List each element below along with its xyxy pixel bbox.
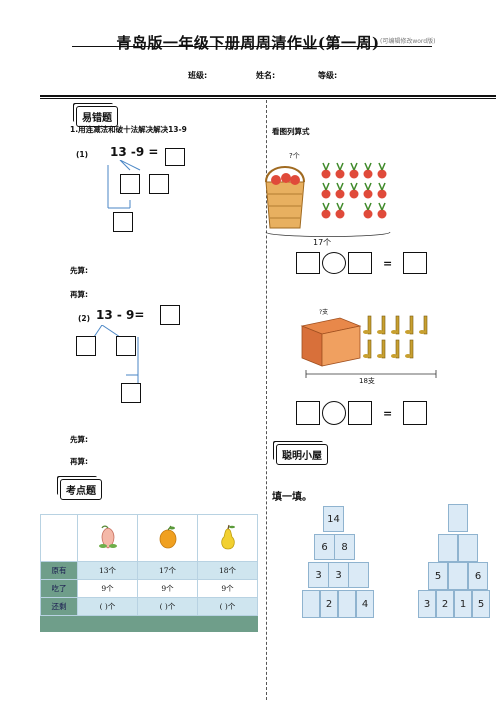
instruction-text: 1.用连减法和破十法解决解决13-9 bbox=[70, 125, 187, 134]
q1-expression: 13 -9 = bbox=[110, 145, 159, 159]
pyramid-cell[interactable]: 3 bbox=[308, 562, 329, 588]
pyramid-cell[interactable] bbox=[448, 504, 468, 532]
smart-section-tag: 聪明小屋 bbox=[276, 444, 328, 465]
orange-cell bbox=[137, 514, 198, 562]
pyramid-left: 14 6 8 3 3 2 4 bbox=[302, 506, 374, 618]
title-subnote: (可编辑修改word版) bbox=[380, 38, 436, 45]
name-label: 姓名: bbox=[256, 71, 276, 80]
table-cell: 9个 bbox=[137, 579, 198, 598]
eq2-box-1[interactable] bbox=[296, 401, 320, 425]
pyramid-cell[interactable]: 3 bbox=[328, 562, 349, 588]
eq2-equals: = bbox=[383, 407, 393, 420]
header-rule bbox=[40, 95, 496, 97]
column-divider bbox=[266, 100, 267, 700]
veg-total-label: 17个 bbox=[313, 238, 332, 247]
eq1-operator-circle[interactable] bbox=[322, 252, 346, 274]
pear-cell bbox=[197, 514, 258, 562]
pyramid-cell[interactable]: 1 bbox=[454, 590, 472, 618]
q1-result-box[interactable] bbox=[113, 212, 133, 232]
table-cell: 9个 bbox=[77, 579, 138, 598]
pyramid-cell[interactable]: 5 bbox=[428, 562, 448, 590]
peach-cell bbox=[77, 514, 138, 562]
row-label: 吃了 bbox=[40, 579, 78, 598]
eq1-equals: = bbox=[383, 257, 393, 270]
table-cell: 17个 bbox=[137, 561, 198, 580]
kaodian-section-tag: 考点题 bbox=[60, 479, 102, 500]
q1-first-calc: 先算: bbox=[70, 266, 88, 275]
peach-icon bbox=[98, 525, 117, 549]
q2-split-lines bbox=[93, 325, 139, 383]
pyramid-cell[interactable]: 2 bbox=[320, 590, 338, 618]
pyramid-cell[interactable] bbox=[302, 590, 320, 618]
header-rule-thin bbox=[40, 98, 496, 99]
pyramid-cell[interactable] bbox=[338, 590, 356, 618]
q1-number: (1) bbox=[76, 150, 89, 159]
title-underline bbox=[72, 46, 432, 47]
q1-split-box-2[interactable] bbox=[149, 174, 169, 194]
q2-expression: 13 - 9= bbox=[96, 308, 145, 322]
pyramid-cell[interactable]: 14 bbox=[323, 506, 344, 532]
pyramid-cell[interactable]: 5 bbox=[472, 590, 490, 618]
vegetable-illustration bbox=[265, 162, 391, 237]
pear-icon bbox=[220, 524, 235, 550]
q1-then-calc: 再算: bbox=[70, 290, 88, 299]
pyramid-cell[interactable] bbox=[348, 562, 369, 588]
table-corner bbox=[40, 514, 78, 562]
pyramid-cell[interactable]: 3 bbox=[418, 590, 436, 618]
q2-number: (2) bbox=[78, 314, 91, 323]
grade-label: 等级: bbox=[318, 71, 338, 80]
q2-first-calc: 先算: bbox=[70, 435, 88, 444]
pyramid-cell[interactable]: 6 bbox=[314, 534, 335, 560]
table-cell[interactable]: ( )个 bbox=[137, 597, 198, 616]
table-cell: 9个 bbox=[197, 579, 258, 598]
pyramid-cell[interactable]: 6 bbox=[468, 562, 488, 590]
pyramid-cell[interactable] bbox=[438, 534, 458, 562]
table-cell: 13个 bbox=[77, 561, 138, 580]
q2-split-box-2[interactable] bbox=[116, 336, 136, 356]
q2-answer-box[interactable] bbox=[160, 305, 180, 325]
flute-total-label: 18支 bbox=[359, 377, 375, 385]
eq2-operator-circle[interactable] bbox=[322, 401, 346, 425]
fruit-table: 原有 13个 17个 18个 吃了 9个 9个 9个 还剩 ( )个 ( )个 … bbox=[40, 514, 258, 616]
class-label: 班级: bbox=[188, 71, 208, 80]
picture-question-title: 看图列算式 bbox=[272, 127, 310, 136]
pyramid-cell[interactable]: 8 bbox=[334, 534, 355, 560]
fruit-header-row bbox=[40, 514, 258, 562]
q1-split-box-1[interactable] bbox=[120, 174, 140, 194]
fruit-table-panel: 原有 13个 17个 18个 吃了 9个 9个 9个 还剩 ( )个 ( )个 … bbox=[40, 514, 258, 632]
eq1-box-1[interactable] bbox=[296, 252, 320, 274]
q2-then-calc: 再算: bbox=[70, 457, 88, 466]
table-row: 原有 13个 17个 18个 bbox=[40, 561, 258, 580]
table-cell: 18个 bbox=[197, 561, 258, 580]
pyramid-cell[interactable]: 4 bbox=[356, 590, 374, 618]
pyramid-right: 5 6 3 2 1 5 bbox=[418, 504, 492, 618]
q2-split-box-1[interactable] bbox=[76, 336, 96, 356]
table-cell[interactable]: ( )个 bbox=[77, 597, 138, 616]
pyramid-cell[interactable] bbox=[458, 534, 478, 562]
veg-unknown-label: ?个 bbox=[289, 152, 300, 160]
q2-result-box[interactable] bbox=[121, 383, 141, 403]
page-title: 青岛版一年级下册周周清作业(第一周) bbox=[116, 34, 380, 52]
pyramid-cell[interactable] bbox=[448, 562, 468, 590]
q1-answer-box[interactable] bbox=[165, 148, 185, 166]
table-cell[interactable]: ( )个 bbox=[197, 597, 258, 616]
eq1-box-2[interactable] bbox=[348, 252, 372, 274]
eq1-answer-box[interactable] bbox=[403, 252, 427, 274]
table-row: 还剩 ( )个 ( )个 ( )个 bbox=[40, 597, 258, 616]
flute-illustration bbox=[300, 315, 437, 378]
table-row: 吃了 9个 9个 9个 bbox=[40, 579, 258, 598]
pyramid-cell[interactable]: 2 bbox=[436, 590, 454, 618]
fill-title: 填一填。 bbox=[272, 492, 312, 503]
error-section-tag: 易错题 bbox=[76, 106, 118, 127]
q1-split-lines bbox=[107, 160, 141, 209]
row-label: 原有 bbox=[40, 561, 78, 580]
flute-unknown-label: ?支 bbox=[319, 309, 329, 316]
row-label: 还剩 bbox=[40, 597, 78, 616]
eq2-answer-box[interactable] bbox=[403, 401, 427, 425]
orange-icon bbox=[159, 525, 176, 549]
eq2-box-2[interactable] bbox=[348, 401, 372, 425]
